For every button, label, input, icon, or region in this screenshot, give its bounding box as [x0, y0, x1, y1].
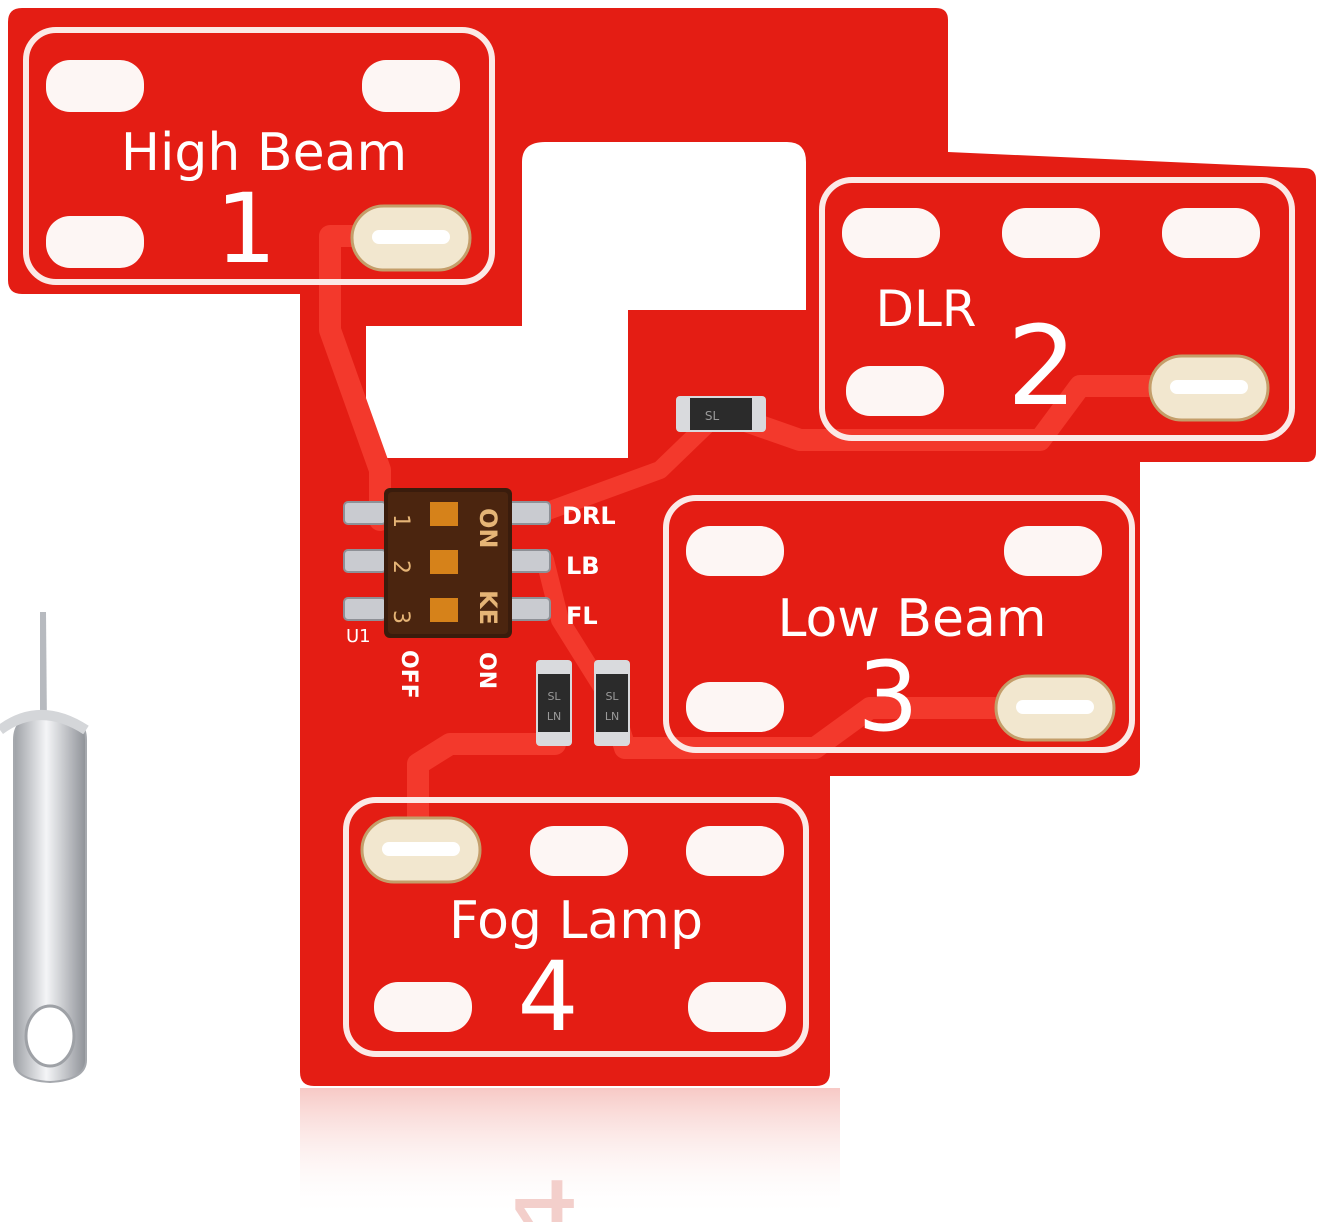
- pad-hole: [686, 826, 784, 876]
- board-reflection: [300, 1088, 840, 1218]
- reflection-number: 4: [510, 1154, 580, 1222]
- pad-hole: [374, 982, 472, 1032]
- low-beam-label: Low Beam: [777, 589, 1046, 649]
- section-low-beam: Low Beam 3: [663, 495, 1135, 753]
- pad-hole: [842, 208, 940, 258]
- diode-code: SL: [547, 690, 561, 703]
- output-label-fl: FL: [566, 602, 598, 630]
- u1-label: U1: [346, 626, 371, 647]
- diode-code: LN: [605, 710, 619, 723]
- on-bottom-label: ON: [474, 652, 499, 689]
- smd-diode-right: SL LN: [594, 660, 630, 746]
- pad-hole: [1162, 208, 1260, 258]
- diode-code: SL: [605, 690, 619, 703]
- low-beam-number: 3: [857, 641, 918, 753]
- switch-slider-2[interactable]: [430, 550, 458, 574]
- output-label-drl: DRL: [562, 502, 616, 530]
- sim-eject-pin-icon: [0, 612, 89, 1084]
- fog-lamp-label: Fog Lamp: [449, 891, 703, 951]
- high-beam-number: 1: [215, 173, 276, 285]
- pad-hole: [1002, 208, 1100, 258]
- switch-on-label: ON: [474, 508, 502, 549]
- switch-slider-1[interactable]: [430, 502, 458, 526]
- pad-hole: [530, 826, 628, 876]
- dlr-label: DLR: [875, 280, 976, 338]
- pad-hole: [46, 60, 144, 112]
- switch-position-1: 1: [388, 514, 413, 528]
- pad-hole: [846, 366, 944, 416]
- dlr-number: 2: [1007, 302, 1077, 430]
- smd-diode-top: SL: [676, 396, 766, 432]
- smd-diode-left: SL LN: [536, 660, 572, 746]
- diode-code: LN: [547, 710, 561, 723]
- dip-switch[interactable]: ON KE 1 2 3: [343, 488, 551, 638]
- section-high-beam: High Beam 1: [23, 27, 495, 285]
- pad-hole: [46, 216, 144, 268]
- switch-position-3: 3: [388, 610, 413, 624]
- pad-hole: [1004, 526, 1102, 576]
- pad-hole: [362, 60, 460, 112]
- fog-lamp-number: 4: [517, 941, 578, 1053]
- section-dlr: DLR 2: [819, 177, 1295, 441]
- high-beam-label: High Beam: [121, 123, 407, 183]
- switch-ke-label: KE: [474, 590, 502, 625]
- pad-hole: [686, 682, 784, 732]
- output-label-lb: LB: [566, 552, 600, 580]
- pad-hole: [686, 526, 784, 576]
- section-fog-lamp: Fog Lamp 4: [343, 797, 809, 1057]
- diode-code: SL: [705, 409, 720, 423]
- pad-hole: [688, 982, 786, 1032]
- off-label: OFF: [396, 650, 421, 699]
- switch-position-2: 2: [388, 560, 413, 574]
- switch-slider-3[interactable]: [430, 598, 458, 622]
